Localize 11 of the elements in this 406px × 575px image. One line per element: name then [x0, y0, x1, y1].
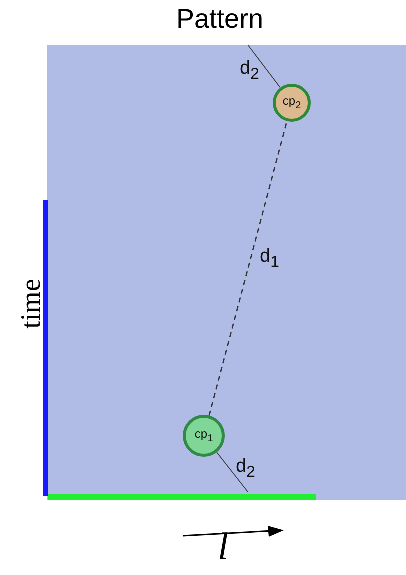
dashed-line — [208, 121, 288, 416]
axis-label: time — [16, 278, 48, 331]
point-label: cp$_{1}$ — [194, 427, 214, 445]
edge-label: d$_{2}$ — [240, 58, 260, 84]
distance-line — [216, 452, 248, 492]
edge-label: d$_{1}$ — [260, 246, 280, 272]
axis-label: l — [218, 528, 229, 566]
point-label: cp$_{2}$ — [282, 94, 302, 112]
distance-line — [248, 44, 281, 88]
title: Pattern — [175, 4, 265, 35]
edge-label: d$_{2}$ — [236, 456, 256, 482]
